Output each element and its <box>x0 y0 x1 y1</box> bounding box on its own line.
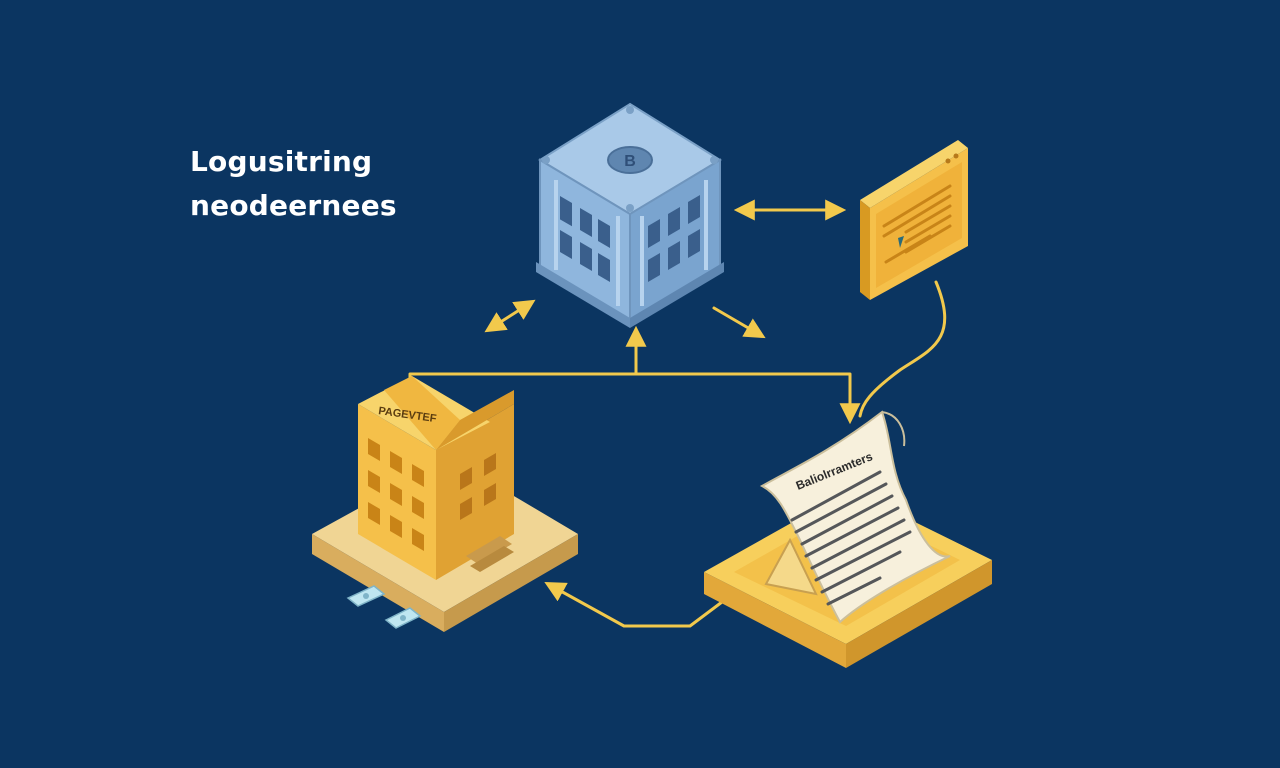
browser-window-node <box>860 140 968 300</box>
connector-loop-to-document <box>634 372 861 425</box>
title-line-2: neodeernees <box>190 189 397 222</box>
bank-emblem-glyph: B <box>624 153 636 170</box>
diagram-title: Logusitring neodeernees <box>190 140 397 228</box>
document-node: Baliolrramters <box>704 410 992 668</box>
document-scroll-icon <box>704 410 992 668</box>
connector-document-office <box>544 581 724 628</box>
office-building-node: PAGEVTEF <box>312 376 578 632</box>
connector-browser-document <box>858 280 947 418</box>
connector-loop-to-bank <box>408 325 647 382</box>
office-building-icon <box>312 376 578 632</box>
connector-bank-right <box>712 306 766 339</box>
browser-window-icon <box>860 140 968 300</box>
connector-bank-left <box>484 299 536 333</box>
bank-vault-icon <box>536 102 724 328</box>
title-line-1: Logusitring <box>190 145 373 178</box>
bank-vault-node: B <box>536 102 724 328</box>
